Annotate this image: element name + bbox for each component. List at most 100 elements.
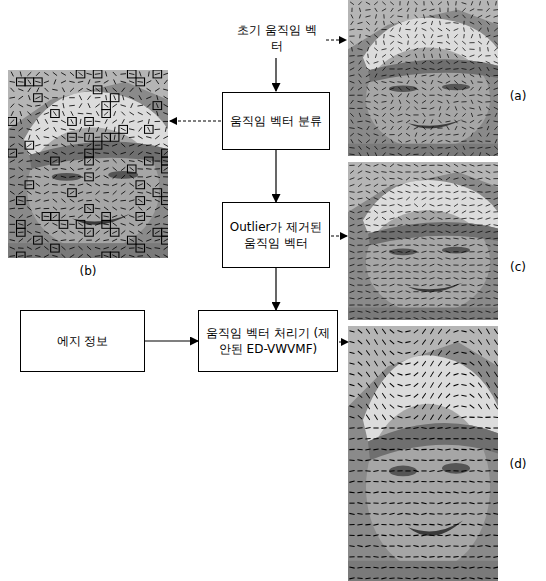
motion-vector — [406, 55, 411, 57]
motion-vector — [87, 231, 91, 234]
motion-vector — [462, 165, 467, 166]
motion-vector — [69, 176, 75, 178]
motion-vector — [430, 134, 435, 136]
motion-vector — [437, 271, 442, 273]
motion-vector — [163, 113, 168, 115]
motion-vector — [10, 160, 15, 163]
motion-vector — [407, 8, 409, 12]
motion-vector — [414, 383, 418, 386]
motion-vector — [494, 48, 497, 51]
motion-vector — [374, 404, 377, 409]
motion-vector — [406, 298, 411, 299]
motion-vector — [44, 152, 49, 154]
motion-vector — [382, 101, 387, 103]
outlier-mark — [8, 149, 17, 157]
motion-vector — [349, 36, 354, 37]
motion-vector — [381, 205, 386, 206]
motion-vector — [382, 120, 386, 123]
motion-vector — [129, 231, 134, 234]
motion-vector — [470, 198, 475, 200]
motion-vector — [406, 68, 411, 69]
motion-vector — [349, 556, 354, 557]
motion-vector — [485, 578, 490, 580]
motion-vector — [454, 352, 459, 354]
motion-vector — [493, 284, 498, 285]
motion-vector — [358, 362, 362, 366]
motion-vector — [350, 113, 353, 116]
motion-vector — [477, 492, 482, 493]
motion-vector — [462, 204, 467, 206]
motion-vector — [462, 3, 467, 4]
motion-vector — [463, 34, 465, 38]
motion-vector — [406, 107, 409, 110]
motion-vector — [373, 578, 378, 580]
motion-vector — [469, 298, 474, 299]
hat — [363, 355, 498, 441]
motion-vector — [493, 578, 498, 579]
outlier-mark — [85, 117, 94, 125]
motion-vector — [390, 329, 394, 333]
motion-vector — [138, 199, 142, 202]
motion-vector — [495, 1, 497, 5]
motion-vector — [148, 127, 150, 132]
motion-vector — [35, 255, 40, 257]
motion-vector — [114, 111, 116, 116]
motion-vector — [493, 492, 498, 493]
motion-vector — [469, 546, 474, 547]
motion-vector — [437, 147, 442, 148]
motion-vector — [494, 22, 499, 23]
motion-vector — [469, 204, 474, 206]
motion-vector — [373, 204, 378, 206]
motion-vector — [374, 48, 378, 51]
motion-vector — [129, 160, 135, 162]
motion-vector — [486, 61, 491, 63]
motion-vector — [390, 171, 395, 172]
motion-vector — [438, 311, 443, 313]
motion-vector — [398, 384, 403, 386]
motion-vector — [139, 95, 142, 100]
motion-vector — [389, 556, 394, 557]
motion-vector — [69, 105, 75, 107]
motion-vector — [351, 87, 354, 91]
motion-vector — [384, 41, 385, 45]
outlier-mark — [102, 110, 111, 118]
motion-vector — [421, 164, 426, 166]
motion-vector — [461, 140, 466, 141]
motion-vector — [350, 374, 355, 375]
motion-vector — [486, 218, 491, 219]
motion-vector — [351, 139, 353, 143]
motion-vector — [414, 362, 418, 365]
motion-vector — [139, 127, 142, 131]
motion-vector — [113, 175, 117, 179]
motion-vector — [454, 244, 459, 245]
motion-vector — [454, 278, 459, 280]
motion-vector — [390, 191, 395, 193]
motion-vector — [414, 147, 419, 149]
motion-vector — [421, 244, 426, 246]
motion-vector — [18, 81, 24, 83]
motion-vector — [9, 129, 15, 131]
motion-vector — [27, 223, 32, 226]
motion-vector — [461, 460, 466, 461]
motion-vector — [405, 147, 410, 148]
motion-vector — [438, 95, 443, 96]
motion-vector — [430, 107, 435, 109]
motion-vector — [399, 106, 401, 110]
motion-vector — [421, 545, 426, 547]
motion-vector — [430, 100, 434, 103]
eye — [108, 171, 138, 179]
motion-vector — [63, 103, 64, 108]
motion-vector — [397, 567, 402, 568]
motion-vector — [478, 147, 483, 148]
motion-vector — [35, 200, 40, 202]
motion-vector — [374, 350, 377, 355]
motion-vector — [374, 224, 379, 226]
motion-vector — [438, 120, 441, 123]
motion-vector — [453, 318, 458, 320]
motion-vector — [389, 147, 394, 148]
motion-vector — [445, 94, 450, 96]
motion-vector — [357, 284, 362, 285]
motion-vector — [381, 492, 386, 493]
motion-vector — [113, 159, 117, 163]
motion-vector — [61, 208, 67, 210]
